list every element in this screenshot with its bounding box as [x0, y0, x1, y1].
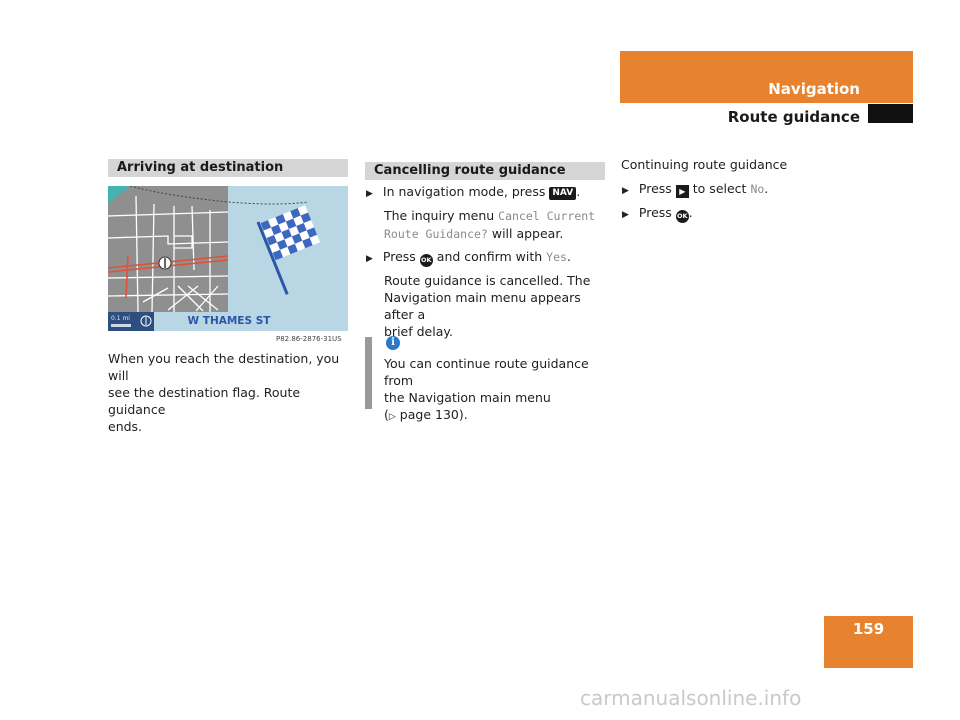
menu-text-route-guidance: Route Guidance? [384, 227, 488, 241]
page-number-box [824, 616, 913, 668]
menu-text-cancel-current: Cancel Current [498, 209, 596, 223]
cancel-step-2-result: Route guidance is cancelled. The Navigat… [384, 272, 614, 340]
nav-key-icon: NAV [549, 187, 577, 200]
info-line: the Navigation main menu [384, 390, 551, 405]
continue-step-2: ▶ Press OK. [622, 204, 862, 224]
continue-step-1: ▶ Press ▶ to select No. [622, 180, 862, 200]
ref-prefix: ( [384, 407, 389, 422]
ok-button-icon: OK [419, 254, 433, 267]
result-line: Navigation main menu appears after a [384, 290, 581, 322]
step-end: . [566, 249, 571, 264]
info-note: You can continue route guidance from the… [384, 355, 614, 426]
heading-continuing: Continuing route guidance [621, 157, 788, 172]
destination-map-image: 0.1 mi W THAMES ST [107, 185, 348, 331]
step-text: In navigation mode, press [382, 184, 546, 199]
arriving-line: ends. [108, 419, 143, 434]
arriving-line: When you reach the destination, you will [108, 351, 340, 383]
ok-button-icon: OK [675, 210, 689, 223]
result-text: will appear. [491, 226, 564, 241]
info-line: You can continue route guidance from [384, 356, 589, 388]
menu-text-yes: Yes [546, 250, 567, 264]
page-ref-arrow-icon: ▷ [388, 412, 396, 422]
cancel-step-1: ▶ In navigation mode, press NAV. [366, 183, 611, 203]
info-side-bar [365, 337, 372, 409]
cancel-step-1-result: The inquiry menu Cancel Current Route Gu… [384, 207, 614, 243]
subsection-title: Route guidance [727, 108, 860, 126]
arriving-body: When you reach the destination, you will… [108, 350, 358, 435]
result-line: Route guidance is cancelled. The [384, 273, 591, 288]
watermark: carmanualsonline.info [580, 686, 802, 710]
step-text: Press [638, 181, 672, 196]
page-ref-link[interactable]: page 130). [399, 407, 468, 422]
map-street-name: W THAMES ST [187, 315, 271, 327]
map-graphic [107, 185, 348, 331]
map-scale: 0.1 mi [111, 315, 130, 322]
right-arrow-key-icon: ▶ [675, 185, 689, 198]
menu-text-no: No [750, 182, 765, 196]
bullet-arrow-icon: ▶ [622, 186, 629, 196]
result-line: brief delay. [384, 324, 453, 339]
page-number: 159 [852, 620, 885, 638]
section-title: Navigation [768, 80, 860, 98]
step-text: and confirm with [436, 249, 543, 264]
step-text: Press [638, 205, 672, 220]
image-code: P82.86-2876-31US [276, 335, 342, 343]
heading-arriving: Arriving at destination [108, 159, 348, 177]
cancel-step-2: ▶ Press OK and confirm with Yes. [366, 248, 611, 268]
step-end: . [576, 184, 581, 199]
result-text: The inquiry menu [384, 208, 495, 223]
heading-cancelling: Cancelling route guidance [365, 162, 605, 180]
bullet-arrow-icon: ▶ [622, 210, 629, 220]
bullet-arrow-icon: ▶ [366, 189, 373, 199]
info-icon: i [386, 336, 400, 350]
step-text: Press [382, 249, 416, 264]
step-end: . [764, 181, 769, 196]
header-accent-box [620, 51, 913, 103]
arriving-line: see the destination flag. Route guidance [108, 385, 301, 417]
bullet-arrow-icon: ▶ [366, 254, 373, 264]
step-text: to select [692, 181, 747, 196]
step-end: . [688, 205, 693, 220]
header-marker [868, 104, 913, 123]
